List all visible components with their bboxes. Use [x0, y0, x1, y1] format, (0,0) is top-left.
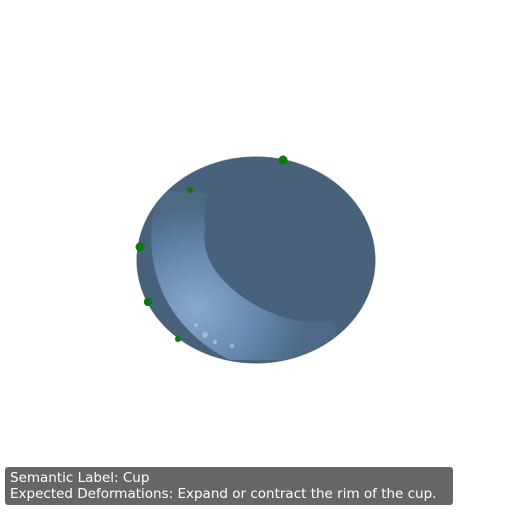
keypoint-marker[interactable]	[187, 187, 193, 193]
expected-deformations-text: Expected Deformations: Expand or contrac…	[10, 486, 437, 502]
cup-inner-floor	[204, 165, 370, 291]
semantic-label-text: Semantic Label: Cup	[10, 470, 150, 486]
keypoint-marker[interactable]	[135, 242, 145, 252]
keypoint-marker[interactable]	[143, 297, 153, 307]
keypoint-markers	[135, 155, 288, 342]
cup-lit-side	[151, 190, 336, 360]
keypoint-marker[interactable]	[278, 155, 288, 165]
caption-box: Semantic Label: Cup Expected Deformation…	[5, 467, 453, 505]
keypoint-marker[interactable]	[175, 336, 181, 342]
cup-rim	[136, 156, 376, 364]
